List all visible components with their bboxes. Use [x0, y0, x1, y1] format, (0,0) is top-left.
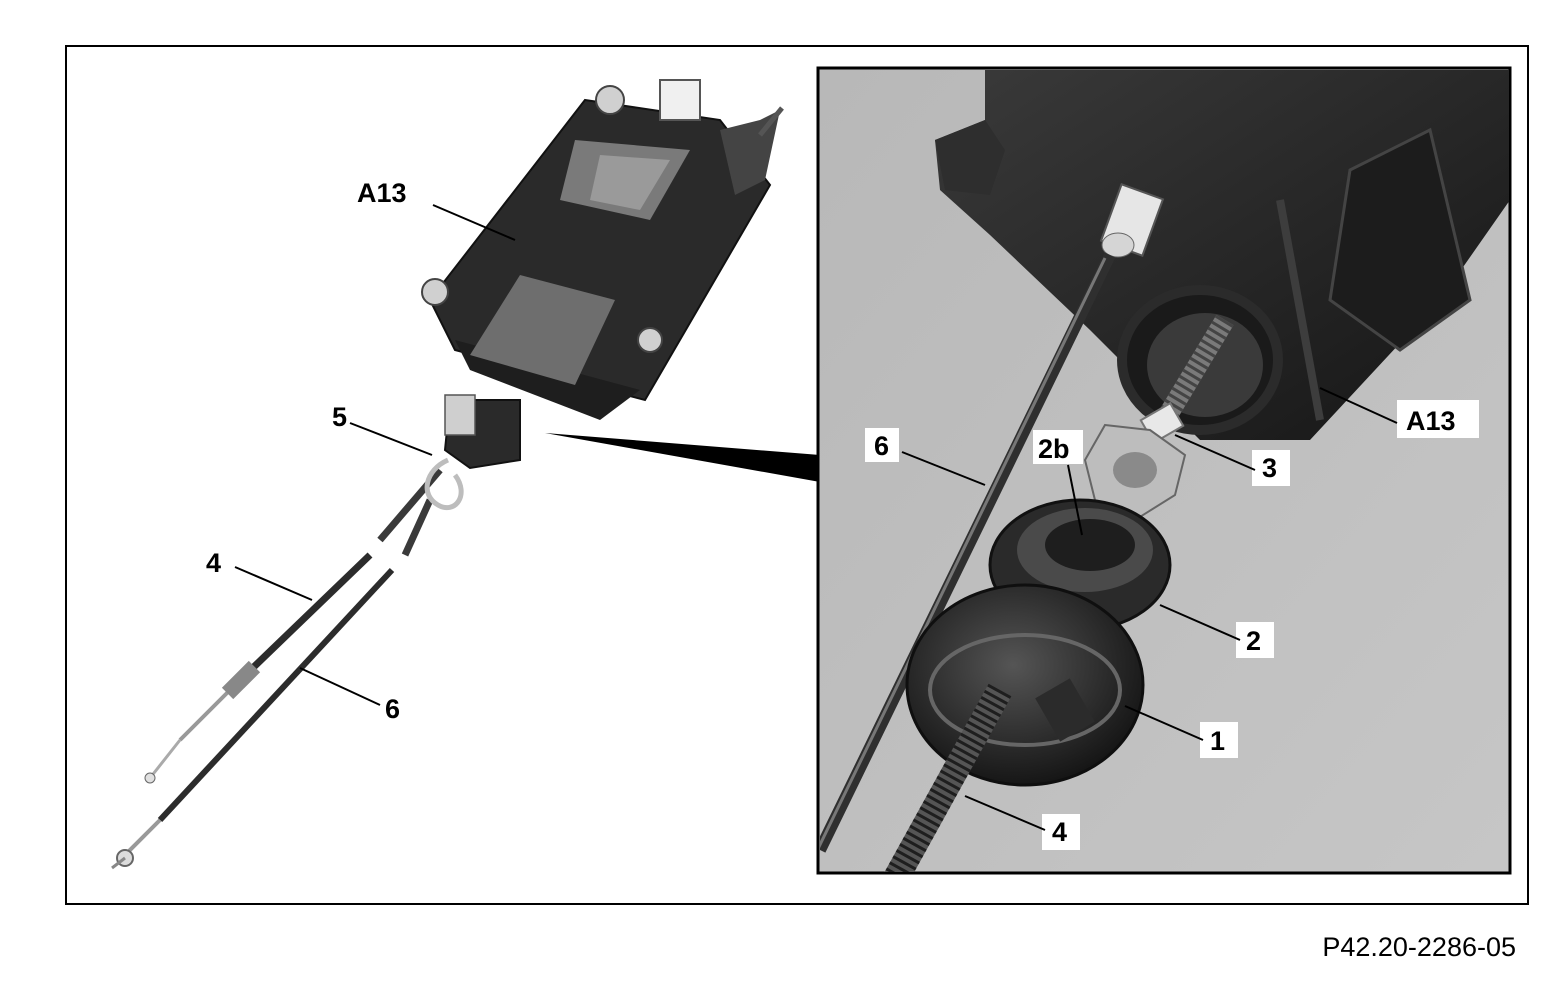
- leader-4-overview: [234, 566, 313, 601]
- leader-5-overview: [349, 422, 433, 456]
- overview-illustration: A13 5 4 6: [111, 79, 784, 870]
- label-1-detail: 1: [1210, 726, 1225, 756]
- figure-reference-code: P42.20-2286-05: [1322, 932, 1516, 962]
- leader-6-overview: [299, 667, 381, 706]
- label-a13-overview: A13: [357, 178, 407, 208]
- leader-1-detail: [1124, 705, 1204, 741]
- leader-3-detail: [1174, 434, 1256, 471]
- leader-2b-detail: [1067, 464, 1083, 536]
- leader-6-detail: [901, 451, 986, 486]
- label-6-detail: 6: [874, 431, 889, 461]
- zoom-pointer-wedge: [545, 433, 820, 482]
- label-4-detail: 4: [1052, 817, 1067, 847]
- label-a13-detail: A13: [1406, 406, 1456, 436]
- label-6-overview: 6: [385, 694, 400, 724]
- label-3-detail: 3: [1262, 453, 1277, 483]
- cable-loop-5-overview: [424, 457, 464, 511]
- leader-4-detail: [964, 795, 1046, 831]
- actuator-a13-overview: [421, 79, 784, 470]
- detail-inset: 6 2b 3 A13 2 1 4: [816, 66, 1512, 875]
- leader-2-detail: [1159, 604, 1241, 641]
- label-4-overview: 4: [206, 548, 221, 578]
- leader-a13-overview: [432, 204, 516, 241]
- label-2b-detail: 2b: [1038, 434, 1070, 464]
- cable-6-overview: [111, 498, 434, 870]
- leader-a13-detail: [1319, 387, 1398, 424]
- label-5-overview: 5: [332, 402, 347, 432]
- label-2-detail: 2: [1246, 626, 1261, 656]
